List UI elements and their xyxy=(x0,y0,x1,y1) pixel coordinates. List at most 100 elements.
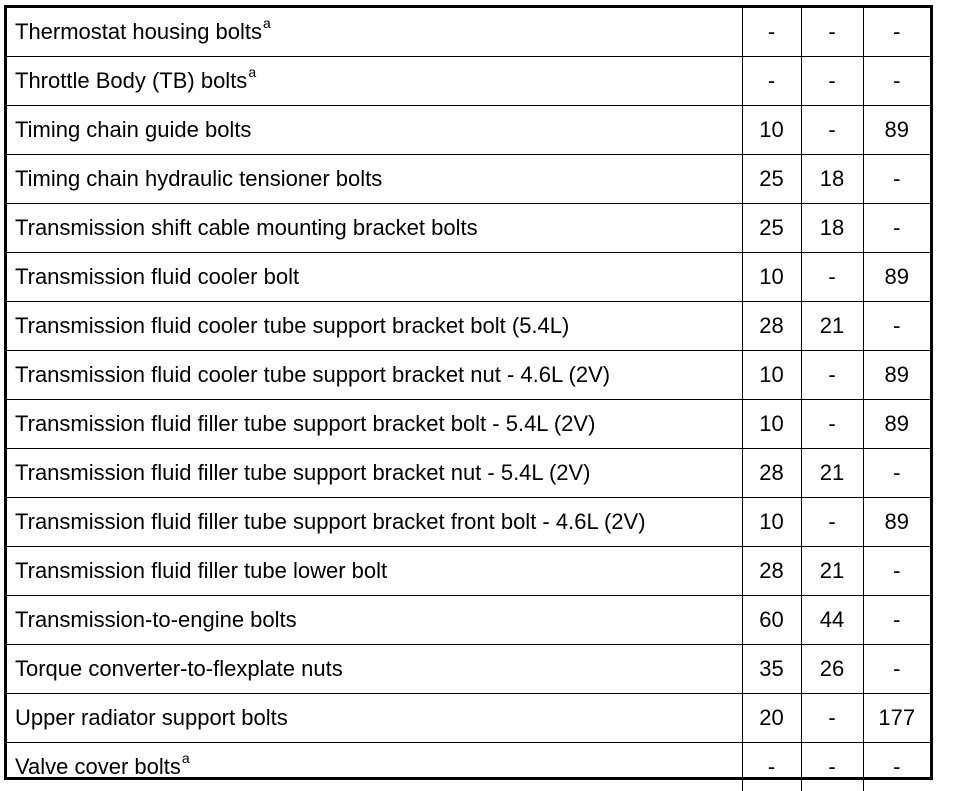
torque-nm-cell: - xyxy=(742,743,801,791)
component-name: Transmission fluid filler tube support b… xyxy=(15,509,646,534)
component-cell: Timing chain guide bolts xyxy=(7,106,742,155)
torque-nm-cell: - xyxy=(742,57,801,106)
component-name: Transmission fluid cooler bolt xyxy=(15,264,299,289)
torque-lbft-cell: 18 xyxy=(801,155,863,204)
component-name: Transmission-to-engine bolts xyxy=(15,607,297,632)
table-row: Transmission fluid cooler tube support b… xyxy=(7,302,930,351)
component-cell: Upper radiator support bolts xyxy=(7,694,742,743)
component-cell: Transmission fluid filler tube support b… xyxy=(7,400,742,449)
torque-lbft-cell: - xyxy=(801,743,863,791)
torque-nm-cell: 25 xyxy=(742,155,801,204)
component-name: Throttle Body (TB) bolts xyxy=(15,68,247,93)
torque-lbin-cell: 89 xyxy=(863,106,930,155)
torque-lbft-cell: 18 xyxy=(801,204,863,253)
table-row: Transmission fluid filler tube support b… xyxy=(7,400,930,449)
table-body: Thermostat housing boltsa---Throttle Bod… xyxy=(7,8,930,791)
torque-lbin-cell: 177 xyxy=(863,694,930,743)
torque-lbft-cell: 21 xyxy=(801,302,863,351)
component-name: Thermostat housing bolts xyxy=(15,19,262,44)
torque-lbft-cell: - xyxy=(801,106,863,155)
table-row: Upper radiator support bolts 20-177 xyxy=(7,694,930,743)
component-cell: Transmission fluid filler tube support b… xyxy=(7,498,742,547)
torque-nm-cell: 28 xyxy=(742,547,801,596)
component-cell: Thermostat housing boltsa xyxy=(7,8,742,57)
torque-nm-cell: 10 xyxy=(742,351,801,400)
torque-lbin-cell: - xyxy=(863,547,930,596)
torque-nm-cell: 10 xyxy=(742,106,801,155)
torque-lbin-cell: - xyxy=(863,302,930,351)
torque-lbft-cell: 26 xyxy=(801,645,863,694)
torque-lbft-cell: 44 xyxy=(801,596,863,645)
torque-lbft-cell: - xyxy=(801,694,863,743)
component-name: Transmission fluid cooler tube support b… xyxy=(15,313,569,338)
torque-lbft-cell: - xyxy=(801,57,863,106)
table-row: Valve cover boltsa--- xyxy=(7,743,930,791)
torque-lbft-cell: 21 xyxy=(801,547,863,596)
torque-lbft-cell: - xyxy=(801,351,863,400)
footnote-marker: a xyxy=(182,750,190,766)
table-row: Timing chain hydraulic tensioner bolts 25… xyxy=(7,155,930,204)
component-name: Transmission shift cable mounting bracke… xyxy=(15,215,478,240)
torque-nm-cell: 28 xyxy=(742,302,801,351)
table-row: Transmission fluid filler tube support b… xyxy=(7,498,930,547)
torque-lbft-cell: - xyxy=(801,8,863,57)
component-cell: Transmission-to-engine bolts xyxy=(7,596,742,645)
torque-lbin-cell: - xyxy=(863,449,930,498)
component-name: Timing chain guide bolts xyxy=(15,117,251,142)
component-cell: Transmission fluid filler tube lower bol… xyxy=(7,547,742,596)
component-cell: Torque converter-to-flexplate nuts xyxy=(7,645,742,694)
torque-nm-cell: 10 xyxy=(742,400,801,449)
torque-nm-cell: 60 xyxy=(742,596,801,645)
table-row: Throttle Body (TB) boltsa--- xyxy=(7,57,930,106)
component-name: Transmission fluid filler tube support b… xyxy=(15,460,591,485)
table-row: Transmission shift cable mounting bracke… xyxy=(7,204,930,253)
torque-lbin-cell: - xyxy=(863,204,930,253)
torque-nm-cell: 35 xyxy=(742,645,801,694)
torque-spec-table: Thermostat housing boltsa---Throttle Bod… xyxy=(4,5,933,780)
component-name: Torque converter-to-flexplate nuts xyxy=(15,656,343,681)
torque-nm-cell: 25 xyxy=(742,204,801,253)
table-row: Transmission fluid cooler bolt 10-89 xyxy=(7,253,930,302)
torque-lbin-cell: - xyxy=(863,596,930,645)
table-row: Transmission fluid filler tube lower bol… xyxy=(7,547,930,596)
torque-lbin-cell: - xyxy=(863,8,930,57)
torque-lbin-cell: 89 xyxy=(863,498,930,547)
component-cell: Valve cover boltsa xyxy=(7,743,742,791)
torque-nm-cell: 20 xyxy=(742,694,801,743)
table-row: Thermostat housing boltsa--- xyxy=(7,8,930,57)
torque-lbft-cell: 21 xyxy=(801,449,863,498)
component-name: Timing chain hydraulic tensioner bolts xyxy=(15,166,382,191)
torque-table: Thermostat housing boltsa---Throttle Bod… xyxy=(7,8,930,791)
component-name: Upper radiator support bolts xyxy=(15,705,288,730)
torque-lbin-cell: - xyxy=(863,645,930,694)
component-cell: Transmission shift cable mounting bracke… xyxy=(7,204,742,253)
component-cell: Transmission fluid cooler bolt xyxy=(7,253,742,302)
table-row: Timing chain guide bolts 10-89 xyxy=(7,106,930,155)
torque-nm-cell: 28 xyxy=(742,449,801,498)
component-name: Transmission fluid filler tube support b… xyxy=(15,411,595,436)
footnote-marker: a xyxy=(248,64,256,80)
component-name: Transmission fluid cooler tube support b… xyxy=(15,362,610,387)
torque-lbin-cell: 89 xyxy=(863,400,930,449)
table-row: Transmission fluid filler tube support b… xyxy=(7,449,930,498)
torque-lbft-cell: - xyxy=(801,400,863,449)
component-cell: Transmission fluid cooler tube support b… xyxy=(7,351,742,400)
torque-lbin-cell: 89 xyxy=(863,253,930,302)
component-cell: Transmission fluid cooler tube support b… xyxy=(7,302,742,351)
torque-nm-cell: - xyxy=(742,8,801,57)
torque-lbft-cell: - xyxy=(801,253,863,302)
table-row: Transmission fluid cooler tube support b… xyxy=(7,351,930,400)
component-name: Transmission fluid filler tube lower bol… xyxy=(15,558,387,583)
component-cell: Timing chain hydraulic tensioner bolts xyxy=(7,155,742,204)
torque-lbin-cell: - xyxy=(863,57,930,106)
torque-nm-cell: 10 xyxy=(742,498,801,547)
component-name: Valve cover bolts xyxy=(15,754,181,779)
component-cell: Throttle Body (TB) boltsa xyxy=(7,57,742,106)
torque-lbin-cell: - xyxy=(863,155,930,204)
torque-nm-cell: 10 xyxy=(742,253,801,302)
component-cell: Transmission fluid filler tube support b… xyxy=(7,449,742,498)
torque-lbin-cell: - xyxy=(863,743,930,791)
torque-lbin-cell: 89 xyxy=(863,351,930,400)
